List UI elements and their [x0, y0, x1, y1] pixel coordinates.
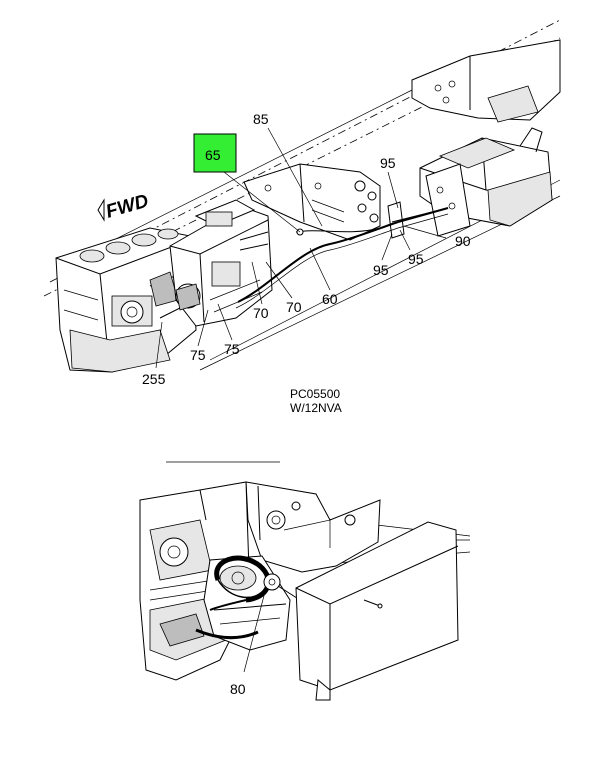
- crossmember: [411, 39, 561, 123]
- battery-box: [419, 127, 553, 237]
- callout-70-right[interactable]: 70: [286, 299, 302, 315]
- frame-bracket: [243, 163, 381, 241]
- callout-65-highlight: [193, 133, 237, 173]
- callout-90[interactable]: 90: [455, 233, 471, 249]
- callout-85[interactable]: 85: [253, 111, 269, 127]
- harness-cable: [235, 207, 449, 309]
- forward-label: FWD: [104, 191, 152, 223]
- detail-cable-loop: [195, 555, 271, 640]
- forward-indicator: FWD: [97, 191, 152, 223]
- callout-65[interactable]: 65: [205, 147, 221, 163]
- leader-lines: [155, 127, 447, 369]
- engine-block: [55, 227, 197, 373]
- callout-60[interactable]: 60: [322, 291, 338, 307]
- callout-75-left[interactable]: 75: [190, 347, 206, 363]
- callout-70-left[interactable]: 70: [253, 305, 269, 321]
- callout-80[interactable]: 80: [230, 681, 246, 697]
- callout-95-right[interactable]: 95: [408, 251, 424, 267]
- callout-255[interactable]: 255: [142, 371, 166, 387]
- top-view: FWD 65 85 95 90 95 95 60 70 70 75: [43, 19, 561, 415]
- detail-view: 80: [139, 461, 471, 701]
- variant-code: W/12NVA: [290, 401, 342, 415]
- detail-battery-cover: [295, 521, 459, 701]
- detail-mount-plate: [245, 481, 381, 573]
- callout-95-top[interactable]: 95: [380, 155, 396, 171]
- detail-terminal: [263, 573, 301, 601]
- callout-95-left[interactable]: 95: [373, 262, 389, 278]
- callout-75-right[interactable]: 75: [224, 341, 240, 357]
- ref-code: PC05500: [290, 387, 340, 401]
